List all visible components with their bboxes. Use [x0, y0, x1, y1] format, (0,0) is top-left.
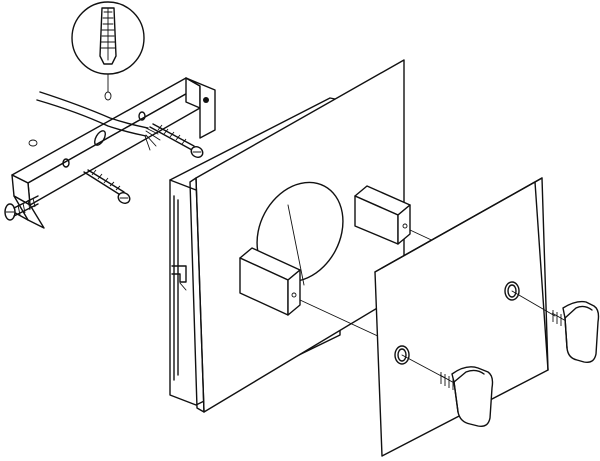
- wood-screw-upper: [149, 123, 204, 158]
- push-button-left: [401, 354, 494, 428]
- wood-screw-lower: [62, 158, 131, 204]
- wall-plug-icon: [99, 7, 117, 65]
- bracket-screw-left: [4, 139, 39, 221]
- cable: [36, 91, 161, 151]
- front-plate: [189, 59, 405, 413]
- cover-plate: [374, 177, 549, 457]
- wall-anchor-callout: [71, 1, 145, 101]
- mounting-bracket: [9, 77, 216, 229]
- push-button-right: [511, 290, 600, 364]
- magnet-block-upper: [354, 185, 411, 245]
- magnet-block-lower: [239, 247, 301, 316]
